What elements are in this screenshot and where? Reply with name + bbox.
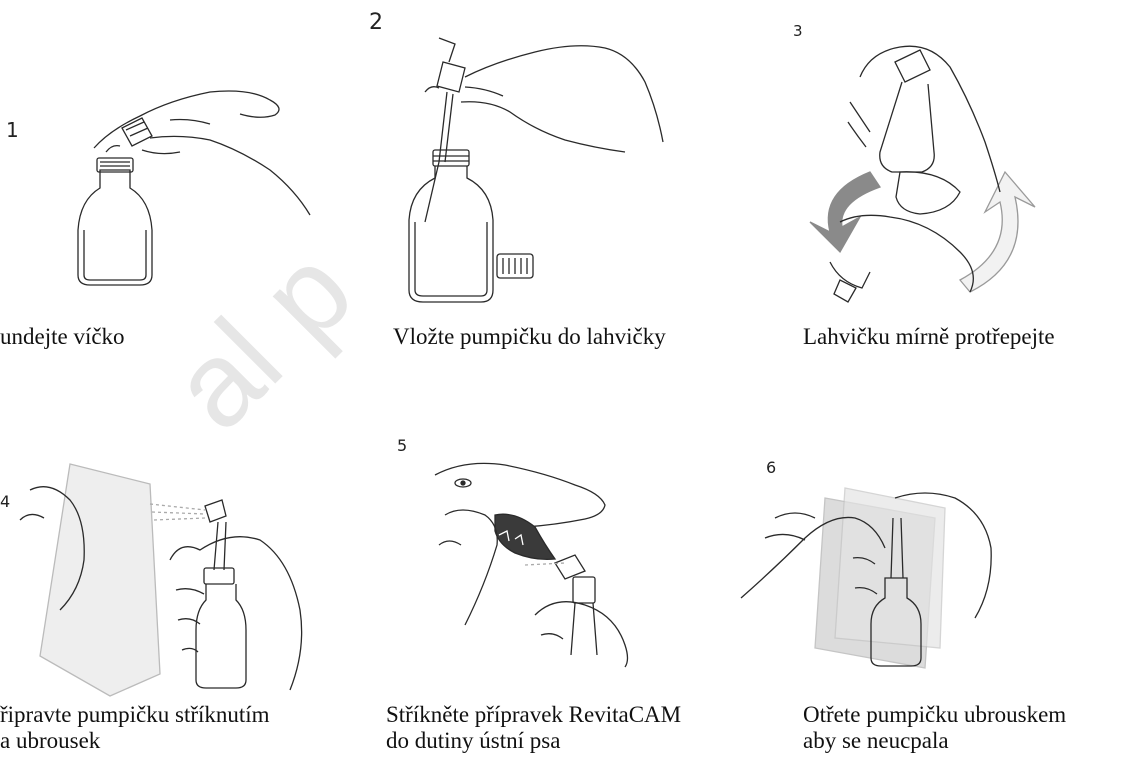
step-4-caption: řipravte pumpičku stříknutím a ubrousek [0,702,270,754]
step-2-number: 2 [369,10,383,35]
caption-line: Vložte pumpičku do lahvičky [393,324,666,350]
step-3-caption: Lahvičku mírně protřepejte [803,324,1055,350]
step-2-illustration [395,22,665,307]
rotate-left-arrow-icon [810,172,880,252]
step-1-number: 1 [6,118,19,142]
caption-line: aby se neucpala [803,728,1066,754]
caption-line: a ubrousek [0,728,270,754]
caption-line: Stříkněte přípravek RevitaCAM [386,702,681,728]
caption-line: undejte víčko [0,324,125,350]
step-6-illustration [735,478,995,678]
step-6-number: 6 [766,458,776,477]
tissue-paper [40,464,160,696]
step-1-illustration [60,70,330,295]
rotate-right-arrow-icon [960,172,1035,292]
caption-line: Lahvičku mírně protřepejte [803,324,1055,350]
step-1-caption: undejte víčko [0,324,125,350]
step-6-caption: Otřete pumpičku ubrouskem aby se neucpal… [803,702,1066,754]
step-5-number: 5 [397,436,407,455]
caption-line: řipravte pumpičku stříknutím [0,702,270,728]
step-2-caption: Vložte pumpičku do lahvičky [393,324,666,350]
step-4-illustration [0,460,310,700]
step-5-caption: Stříkněte přípravek RevitaCAM do dutiny … [386,702,681,754]
caption-line: Otřete pumpičku ubrouskem [803,702,1066,728]
caption-line: do dutiny ústní psa [386,728,681,754]
step-3-illustration [800,22,1050,307]
step-5-illustration [425,455,665,670]
